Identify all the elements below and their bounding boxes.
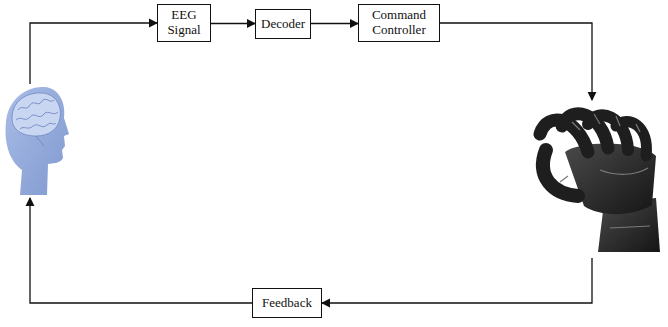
brain-folds	[16, 99, 58, 146]
flow-arrow	[311, 23, 358, 24]
box-label: EEG Signal	[163, 8, 205, 38]
loop-arrow	[440, 23, 592, 100]
box-label: Feedback	[262, 296, 312, 311]
process-box: EEG Signal	[157, 4, 211, 42]
head-silhouette	[6, 87, 69, 195]
robotic-hand-illustration	[540, 114, 660, 252]
box-label: Decoder	[261, 17, 305, 32]
head-illustration	[6, 87, 69, 195]
loop-arrow	[322, 258, 592, 303]
loop-arrow	[30, 198, 252, 303]
hand-joints	[560, 114, 650, 228]
flow-arrow	[211, 23, 255, 24]
box-label: Command Controller	[364, 8, 434, 38]
process-box: Decoder	[255, 9, 311, 39]
process-box: Command Controller	[358, 4, 440, 42]
process-box: Feedback	[252, 288, 322, 318]
loop-arrow	[30, 23, 157, 84]
hand-fingers	[540, 114, 646, 196]
brain-shape	[12, 93, 60, 136]
flow-lines	[30, 23, 592, 303]
